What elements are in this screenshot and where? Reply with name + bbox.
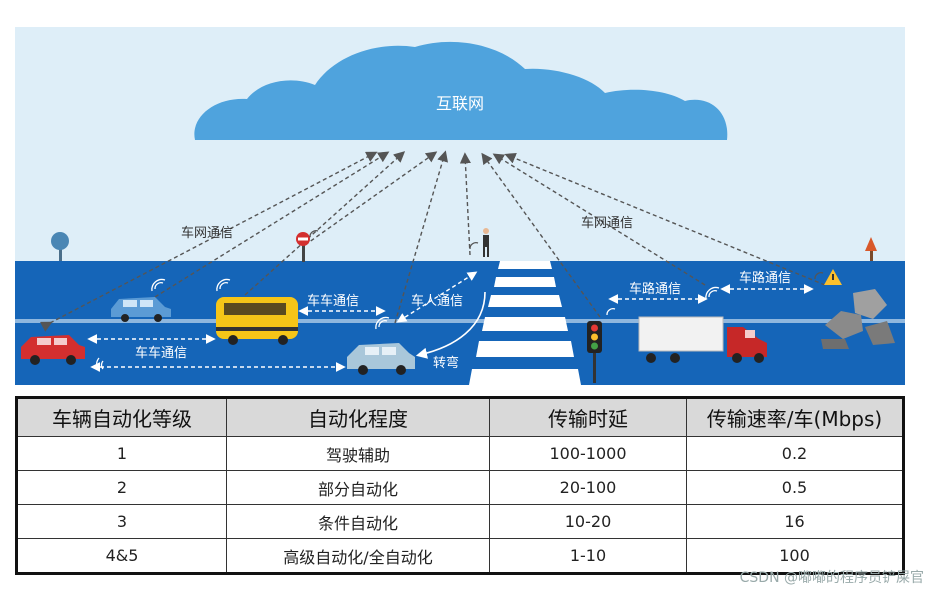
cell-degree: 高级自动化/全自动化: [226, 538, 490, 574]
turn-arrow-icon: [415, 291, 486, 359]
rockfall-icon: [821, 289, 895, 349]
v2v-v2i-arrows: [87, 271, 814, 372]
automation-level-table: 车辆自动化等级 自动化程度 传输时延 传输速率/车(Mbps) 1 驾驶辅助 1…: [15, 396, 905, 575]
label-v2v-bottom: 车车通信: [135, 345, 187, 361]
signal-icons: [95, 230, 824, 372]
cell-level: 2: [16, 470, 227, 505]
cloud-label: 互联网: [436, 94, 484, 113]
cell-rate: 16: [686, 504, 904, 539]
cell-latency: 20-100: [489, 470, 687, 505]
table-header-row: 车辆自动化等级 自动化程度 传输时延 传输速率/车(Mbps): [16, 397, 904, 437]
header-latency: 传输时延: [489, 397, 687, 437]
cell-rate: 0.2: [686, 436, 904, 471]
cell-latency: 1-10: [489, 538, 687, 574]
cell-rate: 100: [686, 538, 904, 574]
table-row: 4&5 高级自动化/全自动化 1-10 100: [16, 538, 904, 574]
cell-degree: 条件自动化: [226, 504, 490, 539]
label-turn: 转弯: [433, 355, 459, 371]
cell-level: 3: [16, 504, 227, 539]
label-v2n-right: 车网通信: [581, 215, 633, 231]
table-row: 1 驾驶辅助 100-1000 0.2: [16, 436, 904, 471]
label-v2p: 车人通信: [411, 293, 463, 309]
cell-rate: 0.5: [686, 470, 904, 505]
cell-latency: 100-1000: [489, 436, 687, 471]
cell-degree: 部分自动化: [226, 470, 490, 505]
blue-car-icon: [111, 297, 171, 322]
truck-icon: [638, 316, 767, 363]
crosswalk: [469, 261, 581, 385]
cell-degree: 驾驶辅助: [226, 436, 490, 471]
warning-sign-icon: [824, 269, 842, 285]
label-v2i-mid: 车路通信: [629, 281, 681, 297]
v2x-diagram: 互联网 车网通信 车网通信: [15, 27, 905, 385]
label-v2n-left: 车网通信: [181, 225, 233, 241]
label-v2i-right: 车路通信: [739, 270, 791, 286]
white-car-icon: [347, 343, 415, 375]
header-level: 车辆自动化等级: [16, 397, 227, 437]
red-car-icon: [21, 335, 85, 365]
table-row: 2 部分自动化 20-100 0.5: [16, 470, 904, 505]
table-row: 3 条件自动化 10-20 16: [16, 504, 904, 539]
school-bus-icon: [216, 297, 298, 345]
header-rate: 传输速率/车(Mbps): [686, 397, 904, 437]
traffic-light-icon: [587, 321, 602, 383]
cell-latency: 10-20: [489, 504, 687, 539]
header-degree: 自动化程度: [226, 397, 490, 437]
lane-line: [15, 319, 905, 323]
internet-cloud: [194, 41, 728, 140]
tree-right: [865, 237, 877, 263]
watermark: CSDN @嘟嘟的程序员铲屎官: [739, 570, 924, 586]
no-entry-sign-icon: [296, 232, 310, 262]
label-v2v-top: 车车通信: [307, 293, 359, 309]
pedestrian-icon: [483, 228, 489, 257]
cell-level: 1: [16, 436, 227, 471]
cell-level: 4&5: [16, 538, 227, 574]
